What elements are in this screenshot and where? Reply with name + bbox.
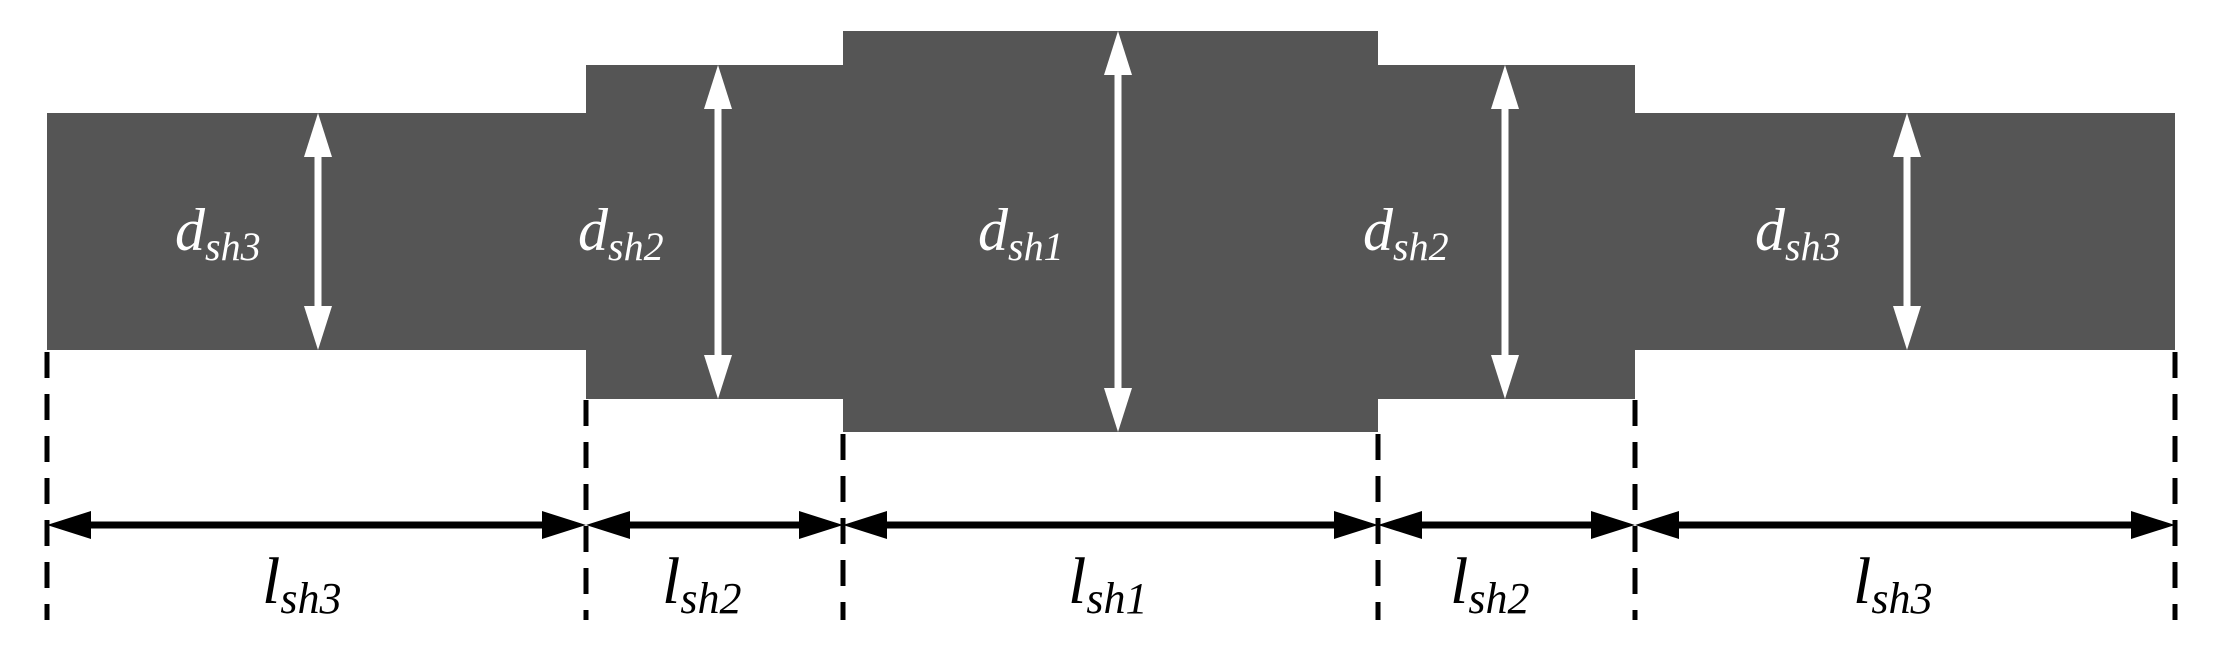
length-label-5: lsh3: [1853, 545, 1932, 623]
diameter-arrow-1: [304, 113, 332, 350]
diameter-arrow-4: [1491, 65, 1519, 399]
diameter-label-3: dsh1: [978, 197, 1064, 269]
length-label-4: lsh2: [1450, 545, 1529, 623]
length-label-3: lsh1: [1068, 545, 1147, 623]
diameter-label-4: dsh2: [1363, 197, 1449, 269]
length-label-2: lsh2: [662, 545, 741, 623]
diameter-arrow-5: [1893, 113, 1921, 350]
length-arrow-2: [586, 511, 843, 539]
diameter-arrows: [304, 31, 1921, 432]
diameter-label-2: dsh2: [578, 197, 664, 269]
shaft-segment-center: [843, 31, 1378, 432]
length-arrow-4: [1378, 511, 1635, 539]
length-arrow-1: [47, 511, 586, 539]
length-arrow-5: [1635, 511, 2175, 539]
diameter-label-1: dsh3: [175, 197, 261, 269]
diameter-labels: dsh3 dsh2 dsh1 dsh2 dsh3: [175, 197, 1841, 269]
extension-lines: [44, 352, 2178, 620]
diameter-arrow-3: [1104, 31, 1132, 432]
length-dimension-arrows: [47, 511, 2175, 539]
shaft: [47, 31, 2175, 432]
diameter-label-5: dsh3: [1755, 197, 1841, 269]
length-label-1: lsh3: [262, 545, 341, 623]
diameter-arrow-2: [704, 65, 732, 399]
length-arrow-3: [843, 511, 1378, 539]
length-labels: lsh3 lsh2 lsh1 lsh2 lsh3: [262, 545, 1932, 623]
